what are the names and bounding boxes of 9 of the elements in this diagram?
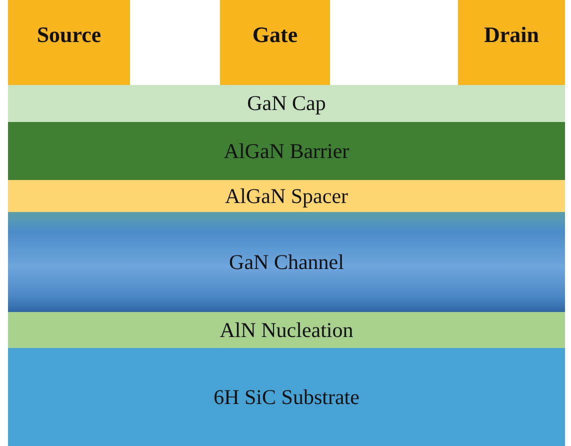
electrode-block: Drain [458,0,565,85]
electrode-block: Source [8,0,130,85]
layer-band: AlGaN Barrier [8,122,565,180]
layer-band: GaN Channel [8,212,565,312]
layer-band: AlGaN Spacer [8,180,565,212]
layer-band: GaN Cap [8,85,565,122]
layer-band: 6H SiC Substrate [8,348,565,446]
layer-band: AlN Nucleation [8,312,565,348]
electrode-block: Gate [220,0,330,85]
